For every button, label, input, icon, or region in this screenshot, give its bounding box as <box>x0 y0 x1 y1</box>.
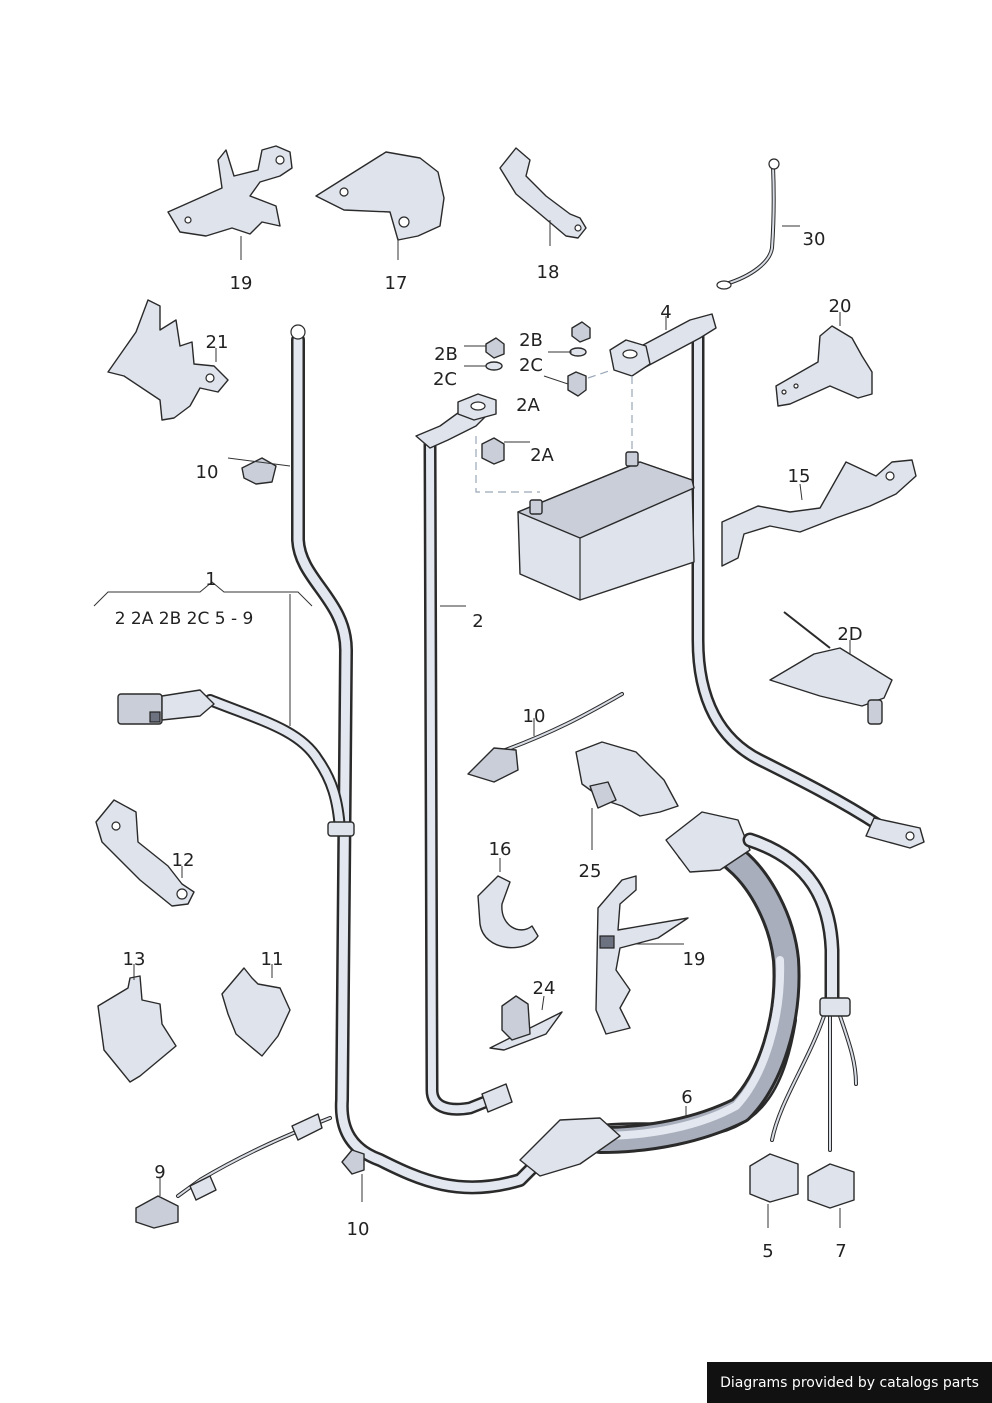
bracket-11-drawing <box>221 967 291 1057</box>
label-2A-lower: 2A <box>530 445 554 466</box>
label-10-clip: 10 <box>196 462 219 483</box>
bracket-17-drawing <box>315 151 445 241</box>
cable-1-drawing <box>117 324 797 1195</box>
cable-4-drawing <box>609 313 925 849</box>
cable-2-drawing <box>415 393 513 1116</box>
bracket-13-drawing <box>97 975 177 1083</box>
bracket-19-drawing <box>167 145 293 237</box>
label-30: 30 <box>803 229 826 250</box>
label-10-bottom: 10 <box>347 1219 370 1240</box>
label-20: 20 <box>829 296 852 317</box>
label-2C-right: 2C <box>519 355 543 376</box>
grommet-24-drawing <box>489 995 563 1051</box>
footer-text: Diagrams provided by catalogs parts <box>720 1374 979 1391</box>
label-21: 21 <box>206 332 229 353</box>
clip-10a-drawing <box>241 457 277 485</box>
label-11: 11 <box>261 949 284 970</box>
label-13: 13 <box>123 949 146 970</box>
label-18: 18 <box>537 262 560 283</box>
cover-25-drawing <box>575 741 679 817</box>
fasteners-2-drawing <box>481 321 591 465</box>
leader-lines <box>93 220 851 1228</box>
label-6: 6 <box>681 1087 692 1108</box>
clip-10c-drawing <box>341 1149 365 1175</box>
footer-credit: Diagrams provided by catalogs parts <box>707 1362 992 1403</box>
label-2B-right: 2B <box>519 330 543 351</box>
label-9: 9 <box>154 1162 165 1183</box>
label-2D: 2D <box>837 624 862 645</box>
label-2A-upper: 2A <box>516 395 540 416</box>
label-10-tie: 10 <box>523 706 546 727</box>
bracket-21-drawing <box>107 299 229 421</box>
label-19-mid: 19 <box>683 949 706 970</box>
label-1: 1 <box>205 569 216 590</box>
bracket-2D-drawing <box>769 611 893 725</box>
clip-16-drawing <box>477 875 539 949</box>
label-4: 4 <box>660 302 671 323</box>
cable-9-drawing <box>135 1113 332 1229</box>
label-2C-left: 2C <box>433 369 457 390</box>
label-15: 15 <box>788 466 811 487</box>
battery-drawing <box>475 369 695 601</box>
label-7: 7 <box>835 1241 846 1262</box>
label-12: 12 <box>172 850 195 871</box>
label-1-group: 2 2A 2B 2C 5 - 9 <box>115 609 254 629</box>
bracket-20-drawing <box>775 325 873 407</box>
ground-strap-30-drawing <box>716 158 780 290</box>
cable-tie-10b-drawing <box>467 692 624 783</box>
cable-6-drawing <box>519 811 858 1209</box>
label-2B-left: 2B <box>434 344 458 365</box>
label-2: 2 <box>472 611 483 632</box>
bracket-19b-drawing <box>595 875 689 1035</box>
bracket-12-drawing <box>95 799 195 907</box>
bracket-15-drawing <box>721 459 917 567</box>
callout-labels: 19 17 18 30 21 20 10 15 1 2 2A 2B 2C 5 -… <box>115 229 863 1262</box>
label-24: 24 <box>533 978 556 999</box>
label-5: 5 <box>762 1241 773 1262</box>
label-16: 16 <box>489 839 512 860</box>
label-25: 25 <box>579 861 602 882</box>
bracket-18-drawing <box>499 147 587 239</box>
label-19-top: 19 <box>230 273 253 294</box>
label-17: 17 <box>385 273 408 294</box>
